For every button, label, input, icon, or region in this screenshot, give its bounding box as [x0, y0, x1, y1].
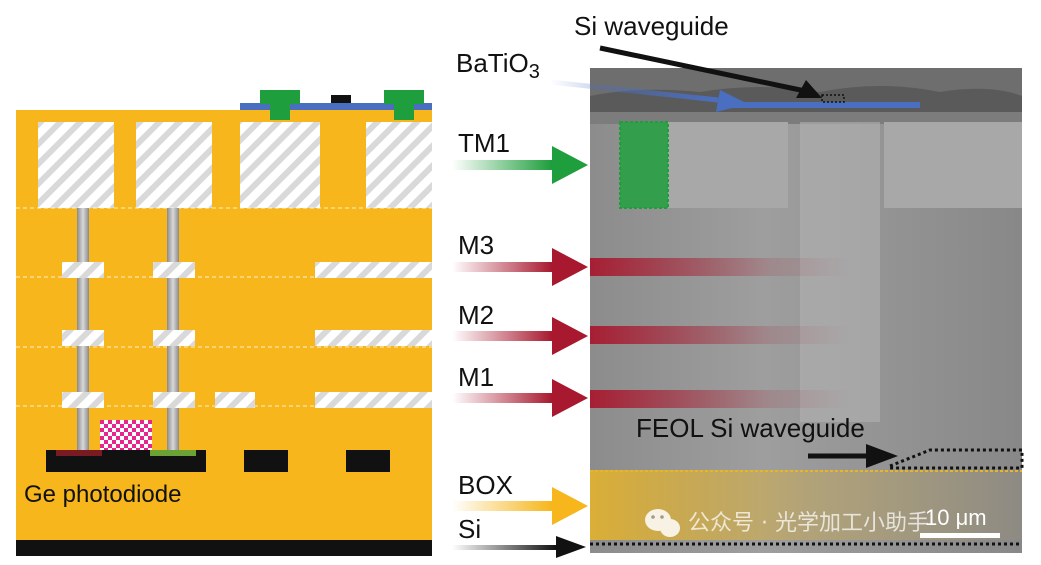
- arrow-tm1-shaft: [452, 160, 552, 170]
- annotations: Si waveguide BaTiO3 TM1 M3 M2 M1 FEOL Si…: [452, 11, 898, 558]
- m3-line: [315, 262, 432, 278]
- arrow-m1-shaft: [452, 393, 552, 403]
- m1-highlight: [590, 390, 850, 408]
- label-m3: M3: [458, 230, 494, 260]
- top-contact-left-stem: [270, 104, 290, 120]
- m2-line: [315, 330, 432, 346]
- tm1-block: [366, 122, 432, 208]
- arrow-head-si-waveguide: [796, 80, 822, 98]
- top-contact-left: [260, 90, 300, 104]
- m1-pad: [153, 392, 195, 408]
- arrow-head-batio3: [716, 90, 748, 112]
- top-contact-right: [384, 90, 424, 104]
- m1-line: [315, 392, 432, 408]
- arrow-si-shaft: [452, 545, 556, 550]
- arrow-m2-shaft: [452, 331, 552, 341]
- arrow-si-waveguide: [599, 45, 811, 95]
- label-si-waveguide: Si waveguide: [574, 11, 729, 41]
- label-m2: M2: [458, 300, 494, 330]
- sem-upper-oxide: [590, 112, 1022, 124]
- tm1-highlight-outline: [619, 121, 669, 209]
- batio3-layer-schematic: [240, 103, 432, 110]
- arrow-head-m2: [552, 317, 588, 355]
- m2-highlight: [590, 326, 850, 344]
- arrow-head-m1: [552, 379, 588, 417]
- watermark-text: 公众号 · 光学加工小助手: [688, 511, 929, 536]
- tm1-block: [38, 122, 114, 208]
- feol-si-segment: [244, 450, 288, 472]
- top-contact-right-stem: [394, 104, 414, 120]
- contact-p: [56, 450, 102, 456]
- si-substrate-schematic: [16, 540, 432, 556]
- m2-pad: [62, 330, 104, 346]
- m3-highlight: [590, 258, 850, 276]
- m2-pad: [153, 330, 195, 346]
- arrow-batio3: [549, 79, 719, 103]
- arrow-head-feol: [866, 444, 898, 468]
- m1-pad: [215, 392, 255, 408]
- label-si: Si: [458, 514, 481, 544]
- arrow-box-shaft: [452, 501, 552, 511]
- ge-photodiode-block: [100, 420, 152, 450]
- sem-image: 10 μm 公众号 · 光学加工小助手: [590, 68, 1024, 553]
- label-m1: M1: [458, 362, 494, 392]
- m3-pad: [62, 262, 104, 278]
- sem-si-waveguide: [821, 94, 845, 103]
- tm1-highlight: [620, 122, 668, 208]
- label-box: BOX: [458, 470, 513, 500]
- m3-pad: [153, 262, 195, 278]
- arrow-head-m3: [552, 248, 588, 286]
- schematic-cross-section: Ge photodiode: [16, 90, 432, 556]
- sem-batio3-line: [720, 102, 920, 108]
- wechat-icon: [645, 509, 680, 537]
- si-waveguide-schematic: [331, 95, 351, 103]
- feol-si-segment: [346, 450, 390, 472]
- arrow-head-tm1: [552, 146, 588, 184]
- arrow-head-box: [552, 487, 588, 525]
- contact-n: [150, 450, 196, 456]
- scale-bar: [920, 533, 1000, 538]
- watermark: 公众号 · 光学加工小助手: [645, 509, 929, 537]
- arrow-head-si: [556, 536, 586, 558]
- ge-photodiode-label: Ge photodiode: [24, 481, 181, 508]
- m1-pad: [62, 392, 104, 408]
- tm1-block: [136, 122, 212, 208]
- label-tm1: TM1: [458, 128, 510, 158]
- label-feol-si-waveguide: FEOL Si waveguide: [636, 413, 865, 443]
- arrow-m3-shaft: [452, 262, 552, 272]
- scale-bar-label: 10 μm: [925, 505, 987, 530]
- label-batio3: BaTiO3: [456, 48, 540, 83]
- tm1-block: [240, 122, 320, 208]
- sem-tm1-block: [884, 122, 1022, 208]
